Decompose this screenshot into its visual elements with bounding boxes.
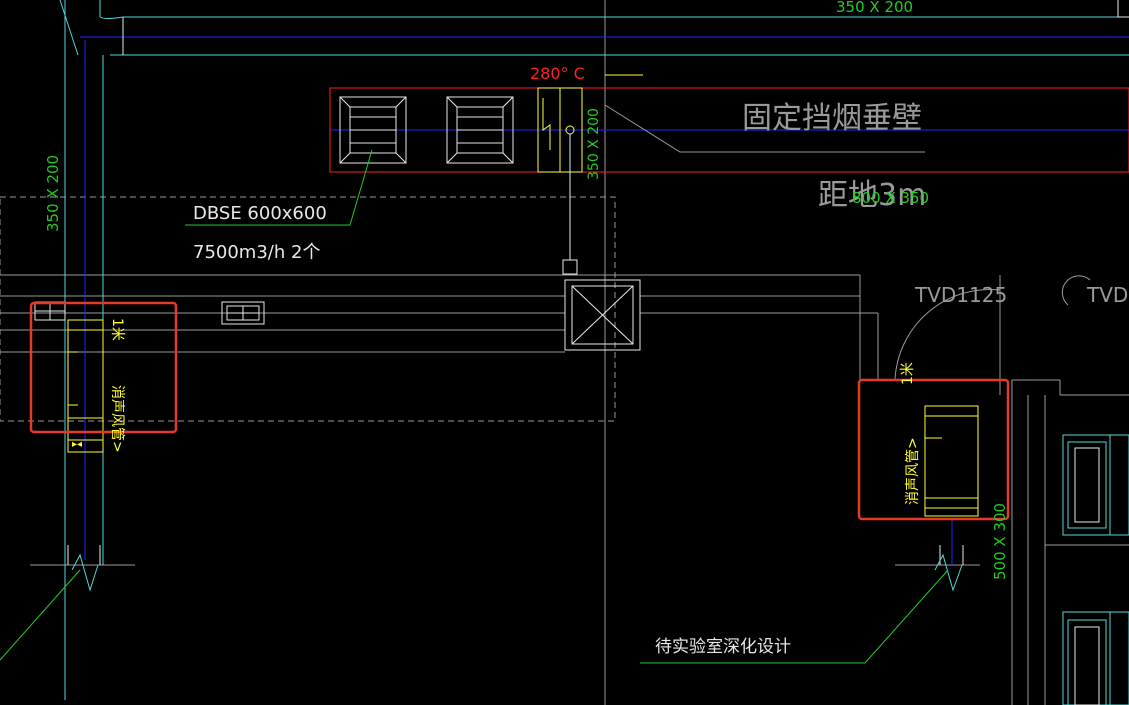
highlight-box-left: [29, 301, 178, 434]
return-grille-mid[interactable]: [221, 301, 265, 325]
leader-left-bottom: [0, 569, 81, 661]
supply-duct: [59, 0, 1129, 700]
duct-size-left-label: 350 X 200: [44, 155, 62, 232]
break-line-left: [71, 553, 99, 592]
silencer-right[interactable]: [924, 405, 979, 565]
lab-note-leader: [640, 569, 949, 664]
silencer-right-length: 1米: [900, 362, 916, 385]
lab-note-label: 待实验室深化设计: [655, 637, 791, 657]
air-handler-unit-1[interactable]: [1062, 434, 1129, 536]
duct-size-right-label: 500 X 300: [991, 503, 1009, 580]
room-dashed-boundary: [0, 196, 616, 422]
silencer-right-label: 消声风管>: [905, 437, 921, 505]
arrow-icon: ▸◂: [72, 439, 82, 450]
return-grille-left[interactable]: [34, 301, 66, 321]
smoke-barrier-outline: [329, 87, 1129, 173]
smoke-barrier-leader: [604, 104, 925, 153]
diffuser-2[interactable]: [446, 96, 514, 164]
silencer-left-length: 1米: [109, 318, 125, 341]
damper-label-1: TVD1125: [914, 283, 1007, 307]
diffuser-leader: [185, 149, 373, 226]
fire-damper-riser[interactable]: [537, 74, 643, 275]
diffuser-1[interactable]: [339, 96, 407, 164]
highlight-box-right: [857, 378, 1010, 521]
diffuser-spec-label: DBSE 600x600: [193, 203, 327, 224]
silencer-left-label: 消声风管>: [109, 385, 125, 453]
diffuser-flow-label: 7500m3/h 2个: [193, 242, 320, 263]
duct-size-riser-label: 350 X 200: [586, 108, 602, 180]
damper-label-2: TVD1: [1086, 283, 1129, 307]
riser-shaft[interactable]: [564, 279, 641, 351]
break-line-right: [934, 553, 963, 592]
air-handler-unit-2[interactable]: [1062, 611, 1129, 705]
smoke-barrier-height-label: 距地3m: [818, 178, 926, 213]
duct-size-mid-label: 800 X 350: [852, 189, 929, 207]
temp-label: 280° C: [530, 64, 585, 83]
smoke-barrier-label: 固定挡烟垂壁: [742, 101, 922, 136]
duct-size-top-label: 350 X 200: [836, 0, 913, 16]
silencer-left[interactable]: [67, 319, 104, 453]
